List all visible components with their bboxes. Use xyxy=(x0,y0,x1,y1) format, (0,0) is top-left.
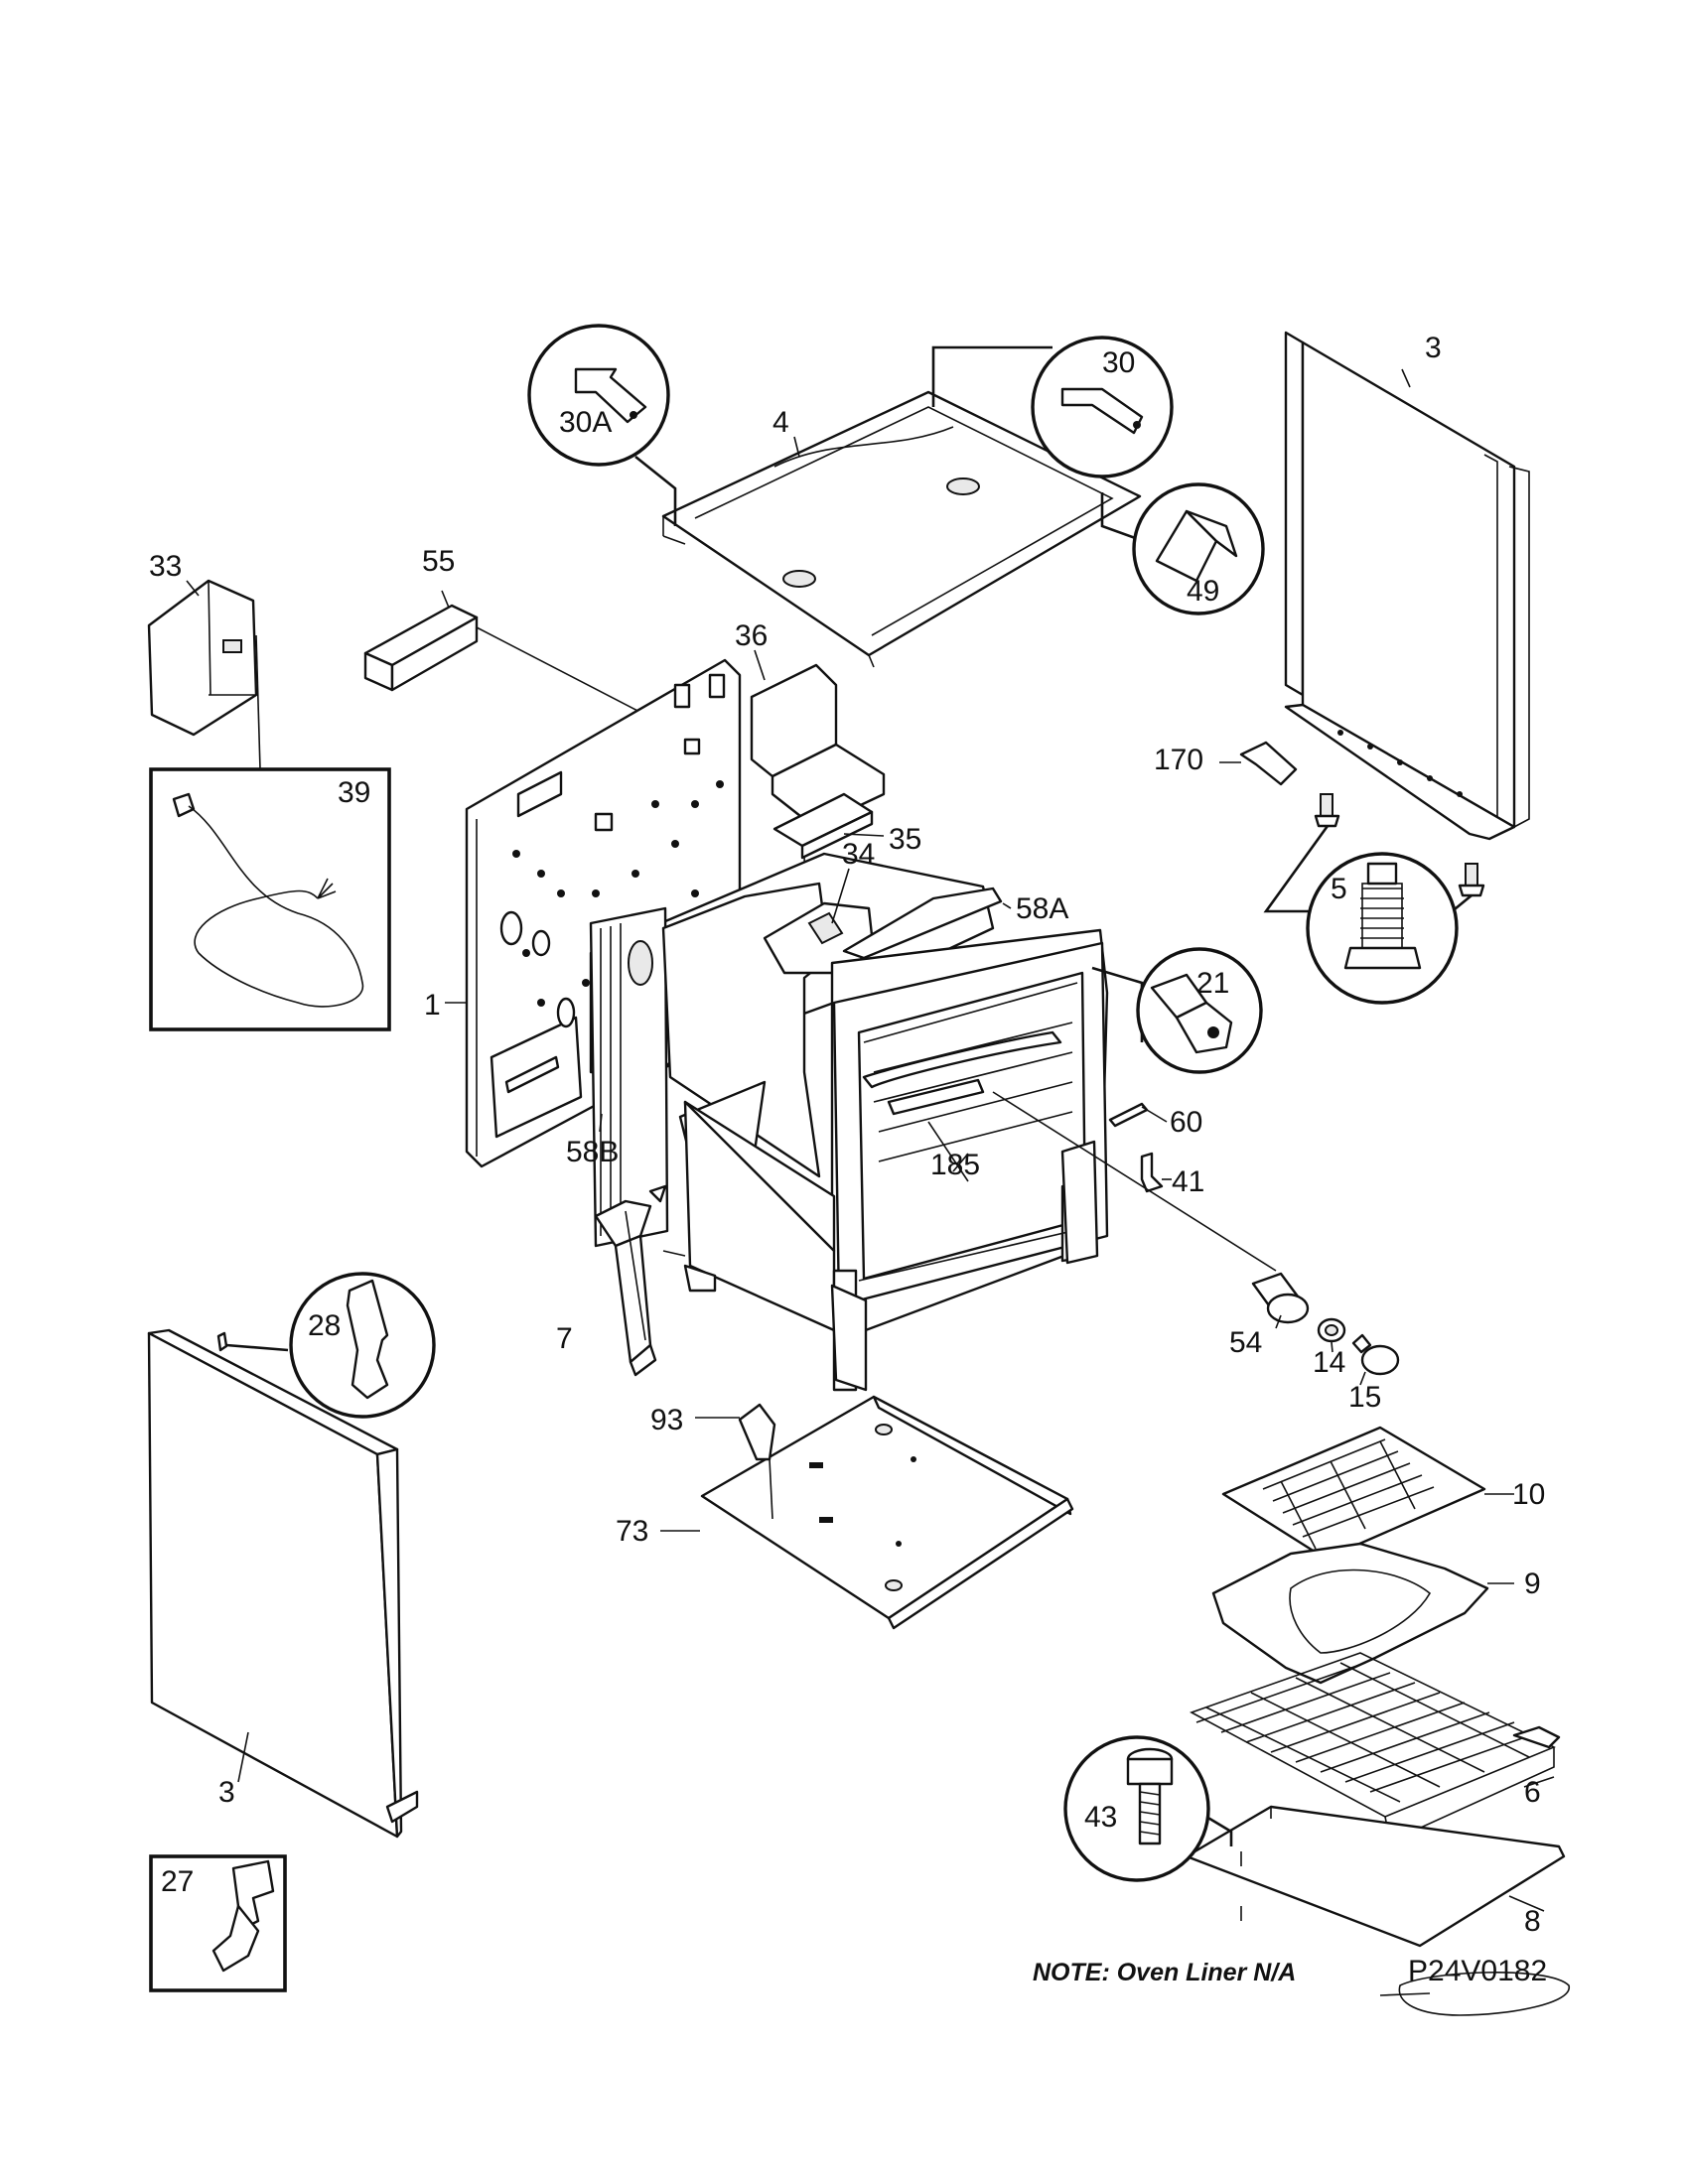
door-hinge-part-7 xyxy=(594,1184,686,1377)
label-49: 49 xyxy=(1187,575,1219,608)
callout-49 xyxy=(1132,482,1265,615)
label-10: 10 xyxy=(1512,1478,1545,1511)
leader-58a xyxy=(1002,902,1012,909)
leader-4 xyxy=(793,436,800,458)
leader-58b xyxy=(599,1113,603,1133)
part-labels: 33 55 39 1 58B 30A 4 30 49 3 36 35 34 58… xyxy=(149,332,1545,1938)
label-30: 30 xyxy=(1102,346,1135,379)
label-170: 170 xyxy=(1154,744,1203,776)
light-bulb-part-15 xyxy=(1351,1333,1400,1386)
label-3-bottom: 3 xyxy=(218,1776,235,1809)
label-4: 4 xyxy=(772,406,789,439)
label-41: 41 xyxy=(1172,1165,1204,1198)
label-33: 33 xyxy=(149,550,182,583)
label-43: 43 xyxy=(1084,1801,1117,1834)
oven-cavity xyxy=(589,852,1109,1392)
label-58a: 58A xyxy=(1016,892,1068,925)
callout-30 xyxy=(1031,336,1174,478)
terminal-box-part-33 xyxy=(147,579,261,770)
label-55: 55 xyxy=(422,545,455,578)
side-panel-right-part-3 xyxy=(1284,331,1530,841)
callout-bracket-30 xyxy=(931,345,1052,407)
drawing-code: P24V0182 xyxy=(1408,1955,1547,1987)
label-30a: 30A xyxy=(559,406,612,439)
oven-liner-part-8 xyxy=(1185,1805,1566,1948)
label-27: 27 xyxy=(161,1865,194,1898)
label-60: 60 xyxy=(1170,1106,1202,1139)
label-35: 35 xyxy=(889,823,921,856)
leader-34 xyxy=(831,868,850,924)
top-panel-part-4 xyxy=(661,390,1142,668)
label-28: 28 xyxy=(308,1309,341,1342)
label-8: 8 xyxy=(1524,1905,1541,1938)
inset-part-27 xyxy=(149,1854,287,1992)
label-21: 21 xyxy=(1196,967,1229,1000)
callout-bracket-30a xyxy=(634,455,677,526)
label-5: 5 xyxy=(1331,873,1347,905)
leveler-leg xyxy=(1314,793,1340,828)
lamp-receptacle-part-54 xyxy=(1251,1272,1310,1324)
callout-bracket-28 xyxy=(225,1343,289,1352)
label-58b: 58B xyxy=(566,1136,619,1168)
callout-30a xyxy=(527,324,670,467)
label-93: 93 xyxy=(650,1404,683,1436)
broil-pan-grid-part-10 xyxy=(1221,1426,1514,1561)
leader-14 xyxy=(1331,1341,1333,1353)
label-6: 6 xyxy=(1524,1776,1541,1809)
label-9: 9 xyxy=(1524,1568,1541,1600)
label-54: 54 xyxy=(1229,1326,1262,1359)
label-7: 7 xyxy=(556,1322,573,1355)
callout-bracket-5 xyxy=(1263,825,1330,913)
bottom-panel-part-73 xyxy=(700,1395,1074,1630)
back-panel-holes xyxy=(512,673,726,1007)
side-panel-holes xyxy=(1337,730,1463,797)
leader-36 xyxy=(754,649,766,681)
vent-duct-part-36 xyxy=(750,663,886,829)
leader-3-top xyxy=(1401,368,1411,388)
label-3-top: 3 xyxy=(1425,332,1442,364)
label-34: 34 xyxy=(842,838,875,871)
top-panel-slot xyxy=(782,570,816,588)
label-15: 15 xyxy=(1348,1381,1381,1414)
label-14: 14 xyxy=(1313,1346,1345,1379)
clip-part-60 xyxy=(1108,1102,1168,1128)
leader-54 xyxy=(1275,1314,1282,1329)
callout-21 xyxy=(1136,947,1263,1074)
leader-33 xyxy=(186,580,200,597)
label-73: 73 xyxy=(616,1515,648,1548)
bracket-part-41 xyxy=(1140,1152,1172,1193)
bracket-part-170 xyxy=(1219,741,1298,786)
callout-28 xyxy=(289,1272,436,1419)
callout-5 xyxy=(1306,852,1459,1005)
callout-43 xyxy=(1063,1735,1210,1882)
label-39: 39 xyxy=(338,776,370,809)
inset-power-cord-part-39 xyxy=(149,767,391,1031)
leader-185 xyxy=(952,1153,969,1172)
broil-pan-part-9 xyxy=(1211,1542,1514,1685)
callout-bracket-43 xyxy=(1205,1815,1233,1846)
leveler-leg xyxy=(1458,863,1485,897)
bracket-part-93 xyxy=(695,1403,776,1520)
lamp-leader xyxy=(992,1091,1277,1272)
drawing-code-stamp: P24V0182 xyxy=(1379,1955,1570,2016)
oven-liner-note: NOTE: Oven Liner N/A xyxy=(1033,1959,1296,1986)
oven-rack-part-6 xyxy=(1190,1652,1561,1843)
top-panel-slot xyxy=(946,478,980,495)
leader-55 xyxy=(441,590,450,609)
lamp-gasket-part-14 xyxy=(1317,1317,1346,1343)
label-36: 36 xyxy=(735,619,768,652)
gasket-part-35 xyxy=(772,792,885,914)
bracket-part-55 xyxy=(363,604,646,716)
label-1: 1 xyxy=(424,989,441,1022)
label-185: 185 xyxy=(930,1149,980,1181)
